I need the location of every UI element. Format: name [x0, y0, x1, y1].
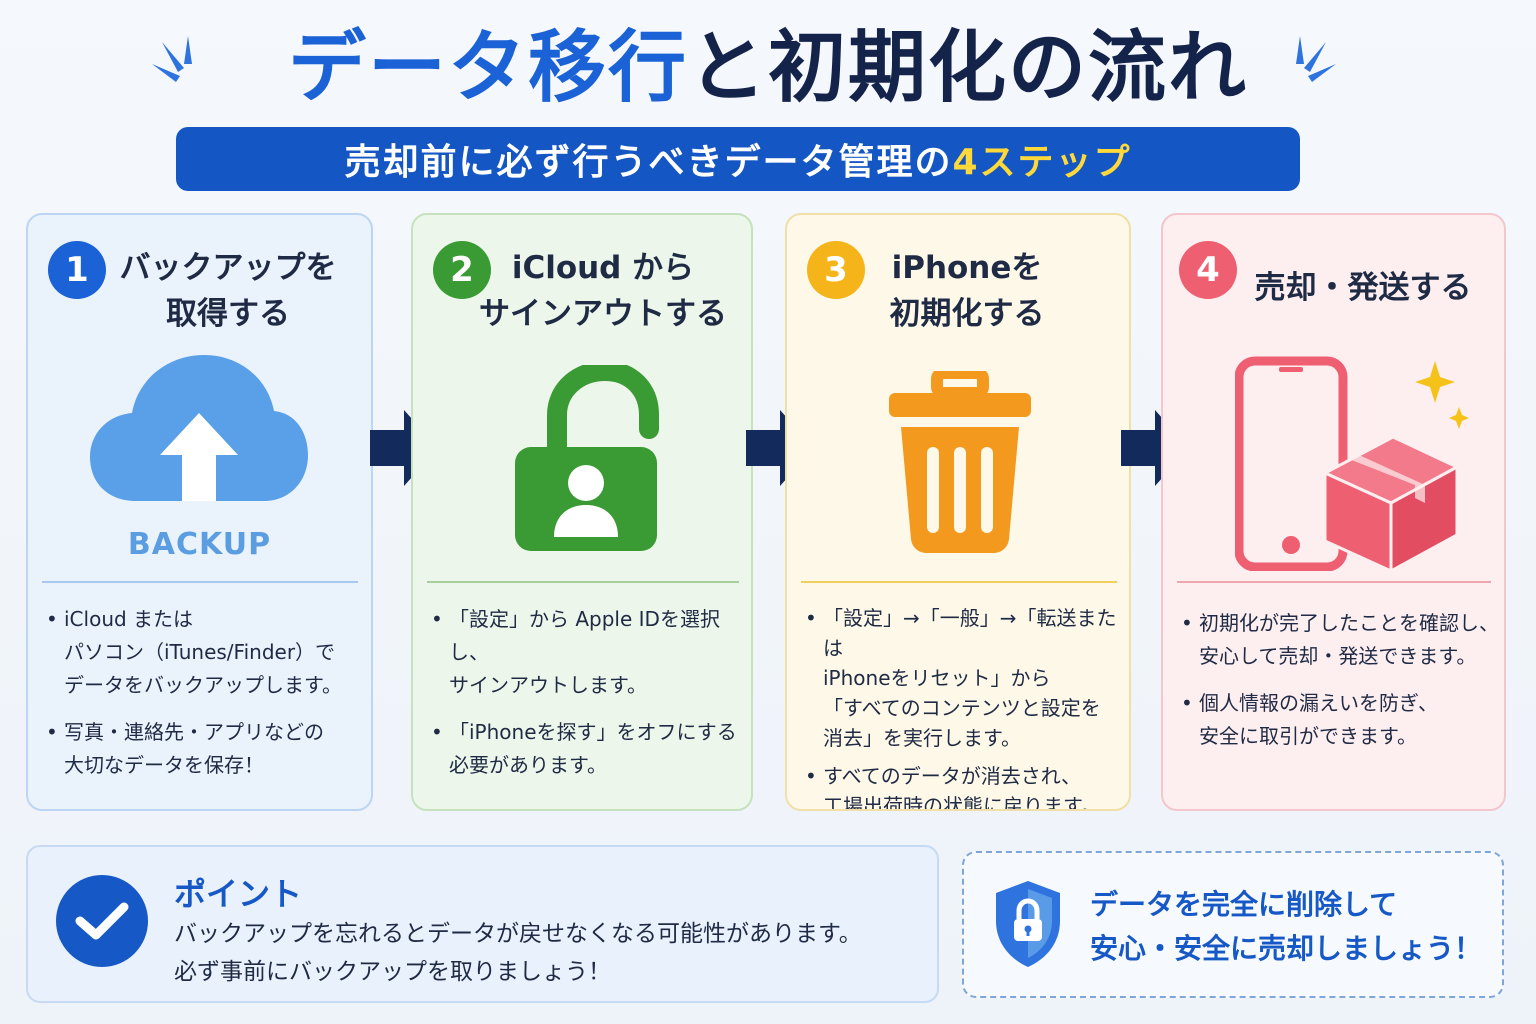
cloud-upload-icon — [90, 355, 308, 501]
safe-message-box: データを完全に削除して 安心・安全に売却しましょう！ — [962, 851, 1504, 998]
trash-icon — [889, 371, 1031, 553]
step-title-line2: 取得する — [166, 296, 290, 332]
bullet-item: 写真・連絡先・アプリなどの 大切なデータを保存！ — [44, 716, 364, 782]
step-number: 4 — [1179, 241, 1237, 299]
bullet-item: iCloud または パソコン（iTunes/Finder）で データをバックア… — [44, 603, 364, 702]
step-title-line1: バックアップを — [119, 250, 337, 286]
step-card-reset: 3 iPhoneを 初期化する 「設定」→「一般」→「転送または iPhoneを… — [785, 213, 1131, 811]
point-text: バックアップを忘れるとデータが戻せなくなる可能性があります。 必ず事前にバックア… — [174, 915, 862, 991]
step-bullets: 「設定」→「一般」→「転送または iPhoneをリセット」から 「すべてのコンテ… — [803, 603, 1129, 809]
step-title: 売却・発送する — [1243, 265, 1483, 311]
step-number: 2 — [433, 241, 491, 299]
step-title-line2: サインアウトする — [479, 296, 727, 332]
point-line1: バックアップを忘れるとデータが戻せなくなる可能性があります。 — [174, 921, 862, 947]
step-title-line1: 売却・発送する — [1254, 270, 1472, 306]
title-part-blue: データ移行 — [287, 23, 688, 113]
right-spark-icon — [1296, 36, 1336, 82]
step-title-line1: iPhoneを — [891, 250, 1043, 286]
step-title: バックアップを 取得する — [108, 245, 348, 337]
subtitle-accent: 4ステップ — [952, 142, 1132, 183]
step-card-backup: 1 バックアップを 取得する BACKUP iCloud または パソコン（iT… — [26, 213, 373, 811]
bullet-item: 「設定」から Apple IDを選択し、 サインアウトします。 — [429, 603, 747, 702]
unlock-user-icon — [515, 365, 659, 551]
step-number: 1 — [48, 241, 106, 299]
safe-line2: 安心・安全に売却しましょう！ — [1090, 932, 1483, 965]
point-line2: 必ず事前にバックアップを取りましょう！ — [174, 959, 611, 985]
divider — [1177, 581, 1491, 583]
step-card-signout: 2 iCloud から サインアウトする 「設定」から Apple IDを選択し… — [411, 213, 753, 811]
point-box: ポイント バックアップを忘れるとデータが戻せなくなる可能性があります。 必ず事前… — [26, 845, 939, 1003]
subtitle-text: 売却前に必ず行うべきデータ管理の — [344, 142, 953, 183]
bullet-item: 個人情報の漏えいを防ぎ、 安全に取引ができます。 — [1179, 687, 1504, 753]
backup-label: BACKUP — [127, 527, 272, 562]
check-icon — [56, 875, 148, 967]
bullet-item: すべてのデータが消去され、 工場出荷時の状態に戻ります。 — [803, 761, 1129, 809]
point-title: ポイント — [174, 875, 303, 913]
step-card-ship: 4 売却・発送する 初期化が完了したことを確認し、 安心して売却・発送できます。… — [1161, 213, 1506, 811]
step-bullets: 「設定」から Apple IDを選択し、 サインアウトします。 「iPhoneを… — [429, 603, 747, 796]
bullet-item: 「設定」→「一般」→「転送または iPhoneをリセット」から 「すべてのコンテ… — [803, 603, 1129, 753]
divider — [427, 581, 739, 583]
left-spark-icon — [152, 36, 192, 82]
bullet-item: 初期化が完了したことを確認し、 安心して売却・発送できます。 — [1179, 607, 1504, 673]
step-title: iCloud から サインアウトする — [463, 245, 743, 337]
title-part-navy: と初期化の流れ — [688, 23, 1249, 113]
step-title-line1: iCloud から — [511, 250, 695, 286]
divider — [42, 581, 358, 583]
step-title-line2: 初期化する — [889, 296, 1045, 332]
page-title: データ移行と初期化の流れ — [0, 18, 1536, 118]
step-bullets: 初期化が完了したことを確認し、 安心して売却・発送できます。 個人情報の漏えいを… — [1179, 607, 1504, 767]
bullet-item: 「iPhoneを探す」をオフにする 必要があります。 — [429, 716, 747, 782]
step-number: 3 — [807, 241, 865, 299]
step-bullets: iCloud または パソコン（iTunes/Finder）で データをバックア… — [44, 603, 364, 796]
step-title: iPhoneを 初期化する — [847, 245, 1087, 337]
shield-lock-icon — [996, 881, 1060, 967]
safe-message: データを完全に削除して 安心・安全に売却しましょう！ — [1090, 883, 1482, 971]
safe-line1: データを完全に削除して — [1090, 888, 1398, 921]
subtitle-banner: 売却前に必ず行うべきデータ管理の4ステップ — [176, 127, 1300, 191]
phone-box-icon — [1235, 356, 1469, 571]
divider — [801, 581, 1117, 583]
